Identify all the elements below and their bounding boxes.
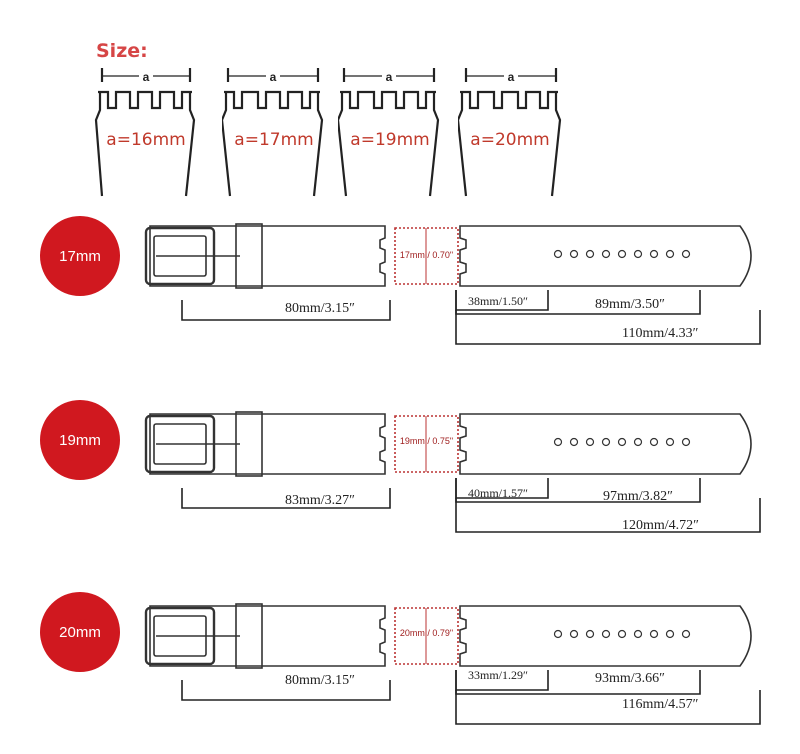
- strap-hole: [649, 249, 659, 259]
- strap-hole: [585, 437, 595, 447]
- tip-length-label: 38mm/1.50″: [468, 294, 528, 308]
- strap-hole: [585, 629, 595, 639]
- keeper-loop: [235, 223, 263, 289]
- tail-length-label: 110mm/4.33″: [622, 326, 699, 341]
- strap-hole: [649, 437, 659, 447]
- tail-length-label: 116mm/4.57″: [622, 697, 699, 712]
- lug-a-label: a: [504, 70, 518, 84]
- buckle-length-bracket: [181, 488, 391, 509]
- buckle-length-bracket: [181, 300, 391, 321]
- strap-hole: [633, 437, 643, 447]
- strap-width-label: 20mm / 0.79": [399, 628, 454, 638]
- tail-length-bracket: [455, 310, 761, 345]
- holes-length-bracket: [455, 290, 701, 315]
- width-box: [394, 607, 459, 665]
- strap-hole: [601, 437, 611, 447]
- strap-hole: [569, 249, 579, 259]
- width-box: [394, 227, 459, 285]
- strap-hole: [601, 249, 611, 259]
- strap-drawing: [144, 411, 761, 533]
- tail-strap: [459, 605, 752, 667]
- tail-strap: [459, 225, 752, 287]
- lug-dimension: a=16mm: [106, 130, 186, 150]
- strap-width-label: 19mm / 0.75": [399, 436, 454, 446]
- buckle-strap: [149, 225, 386, 287]
- lug-diagram-20: a a=20mm: [458, 68, 598, 204]
- buckle-strap: [149, 413, 386, 475]
- lug-diagram-19: a a=19mm: [338, 68, 478, 204]
- strap-width-label: 17mm / 0.70": [399, 250, 454, 260]
- lug-diagram-16: a a=16mm: [94, 68, 234, 204]
- strap-hole: [553, 249, 563, 259]
- tip-length-label: 33mm/1.29″: [468, 668, 528, 682]
- strap-hole: [617, 437, 627, 447]
- tail-length-bracket: [455, 690, 761, 725]
- buckle-length-label: 83mm/3.27″: [285, 493, 355, 508]
- strap-hole: [681, 249, 691, 259]
- lug-a-label: a: [266, 70, 280, 84]
- strap-hole: [665, 629, 675, 639]
- strap-hole: [665, 249, 675, 259]
- strap-drawing: [144, 603, 761, 725]
- holes-length-label: 93mm/3.66″: [595, 671, 665, 686]
- lug-a-label: a: [139, 70, 153, 84]
- buckle-length-label: 80mm/3.15″: [285, 301, 355, 316]
- strap-row-20mm: 20mm / 0.79" 80mm/3.15″ 33mm/1.29″ 93mm/…: [0, 590, 800, 750]
- strap-hole: [633, 249, 643, 259]
- strap-hole: [681, 629, 691, 639]
- strap-hole: [569, 629, 579, 639]
- holes-length-bracket: [455, 670, 701, 695]
- strap-hole: [553, 629, 563, 639]
- buckle-length-label: 80mm/3.15″: [285, 673, 355, 688]
- size-badge-20mm: 20mm: [40, 592, 120, 672]
- size-title: Size:: [96, 40, 148, 62]
- strap-row-17mm: 17mm / 0.70" 80mm/3.15″ 38mm/1.50″ 89mm/…: [0, 210, 800, 370]
- tail-length-label: 120mm/4.72″: [622, 518, 699, 533]
- holes-length-bracket: [455, 478, 701, 503]
- buckle-length-bracket: [181, 680, 391, 701]
- tip-length-label: 40mm/1.57″: [468, 486, 528, 500]
- strap-row-19mm: 19mm / 0.75" 83mm/3.27″ 40mm/1.57″ 97mm/…: [0, 398, 800, 558]
- strap-hole: [681, 437, 691, 447]
- lug-a-label: a: [382, 70, 396, 84]
- strap-hole: [633, 629, 643, 639]
- lug-outline: [458, 68, 562, 197]
- strap-hole: [665, 437, 675, 447]
- buckle-strap: [149, 605, 386, 667]
- strap-hole: [617, 629, 627, 639]
- strap-hole: [649, 629, 659, 639]
- size-badge-17mm: 17mm: [40, 216, 120, 296]
- strap-hole: [601, 629, 611, 639]
- width-box: [394, 415, 459, 473]
- holes-length-label: 89mm/3.50″: [595, 297, 665, 312]
- lug-dimension: a=20mm: [470, 130, 550, 150]
- size-badge-19mm: 19mm: [40, 400, 120, 480]
- strap-hole: [585, 249, 595, 259]
- strap-drawing: [144, 223, 761, 345]
- lug-outline: [222, 68, 324, 197]
- strap-hole: [553, 437, 563, 447]
- keeper-loop: [235, 603, 263, 669]
- lug-diagram-17: a a=17mm: [222, 68, 362, 204]
- lug-dimension: a=19mm: [350, 130, 430, 150]
- keeper-loop: [235, 411, 263, 477]
- lug-dimension: a=17mm: [234, 130, 314, 150]
- tail-strap: [459, 413, 752, 475]
- holes-length-label: 97mm/3.82″: [603, 489, 673, 504]
- strap-hole: [617, 249, 627, 259]
- strap-hole: [569, 437, 579, 447]
- tail-length-bracket: [455, 498, 761, 533]
